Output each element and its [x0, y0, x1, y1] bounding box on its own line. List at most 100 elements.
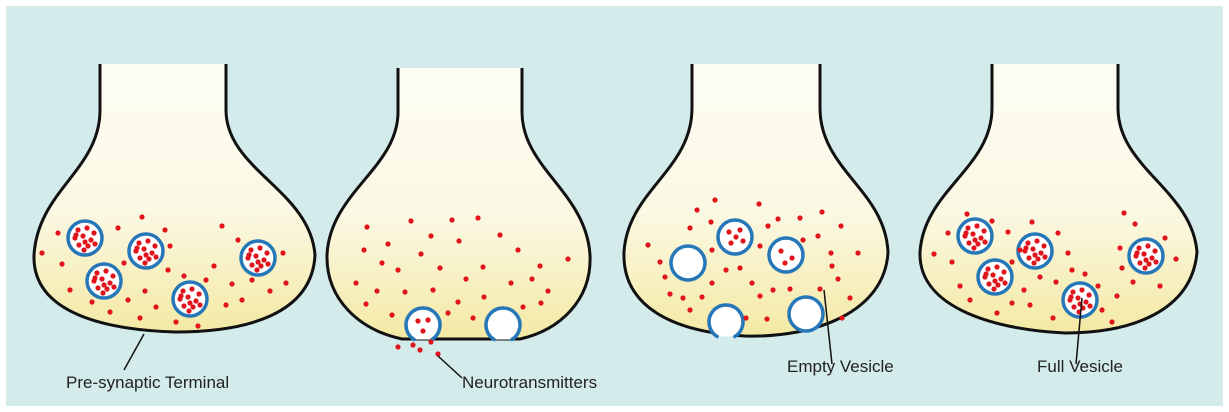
empty-vesicle: [671, 246, 705, 280]
neurotransmitter-dot: [455, 299, 460, 304]
neurotransmitter-dot: [1145, 243, 1150, 248]
label-pre-synaptic-terminal: Pre-synaptic Terminal: [66, 373, 229, 392]
neurotransmitter-dot: [965, 225, 970, 230]
neurotransmitter-dot: [1050, 315, 1055, 320]
neurotransmitter-dot: [435, 351, 440, 356]
neurotransmitter-dot: [1109, 319, 1114, 324]
neurotransmitter-dot: [667, 291, 672, 296]
neurotransmitter-dot: [1082, 271, 1087, 276]
neurotransmitter-dot: [1071, 304, 1076, 309]
neurotransmitter-dot: [428, 339, 433, 344]
neurotransmitter-dot: [757, 243, 762, 248]
neurotransmitter-dot: [687, 307, 692, 312]
neurotransmitter-dot: [88, 237, 93, 242]
neurotransmitter-dot: [480, 264, 485, 269]
neurotransmitter-dot: [982, 239, 987, 244]
neurotransmitter-dot: [1041, 243, 1046, 248]
neurotransmitter-dot: [361, 247, 366, 252]
neurotransmitter-dot: [945, 230, 950, 235]
neurotransmitter-dot: [1030, 246, 1035, 251]
neurotransmitter-dot: [709, 280, 714, 285]
neurotransmitter-dot: [1026, 255, 1031, 260]
neurotransmitter-dot: [1027, 302, 1032, 307]
neurotransmitter-dot: [196, 291, 201, 296]
neurotransmitter-dot: [125, 297, 130, 302]
neurotransmitter-dot: [1068, 294, 1073, 299]
neurotransmitter-dot: [972, 237, 977, 242]
neurotransmitter-dot: [1055, 230, 1060, 235]
neurotransmitter-dot: [687, 225, 692, 230]
neurotransmitter-dot: [136, 240, 141, 245]
neurotransmitter-dot: [137, 255, 142, 260]
neurotransmitter-dot: [775, 216, 780, 221]
neurotransmitter-dot: [726, 229, 731, 234]
neurotransmitter-dot: [249, 277, 254, 282]
neurotransmitter-dot: [76, 242, 81, 247]
neurotransmitter-dot: [787, 286, 792, 291]
neurotransmitter-dot: [107, 309, 112, 314]
neurotransmitter-dot: [257, 245, 262, 250]
neurotransmitter-dot: [1031, 260, 1036, 265]
neurotransmitter-dot: [219, 223, 224, 228]
neurotransmitter-dot: [819, 209, 824, 214]
neurotransmitter-dot: [111, 284, 116, 289]
neurotransmitter-dot: [265, 261, 270, 266]
neurotransmitter-dot: [817, 286, 822, 291]
neurotransmitter-dot: [418, 251, 423, 256]
neurotransmitter-dot: [110, 273, 115, 278]
neurotransmitter-dot: [239, 297, 244, 302]
neurotransmitter-dot: [1117, 245, 1122, 250]
neurotransmitter-dot: [1042, 254, 1047, 259]
neurotransmitter-dot: [121, 260, 126, 265]
neurotransmitter-dot: [463, 276, 468, 281]
neurotransmitter-dot: [994, 310, 999, 315]
neurotransmitter-dot: [73, 232, 78, 237]
neurotransmitter-dot: [971, 245, 976, 250]
neurotransmitter-dot: [103, 268, 108, 273]
neurotransmitter-dot: [186, 308, 191, 313]
neurotransmitter-dot: [990, 272, 995, 277]
neurotransmitter-dot: [1017, 247, 1022, 252]
neurotransmitter-dot: [107, 280, 112, 285]
neurotransmitter-dot: [743, 315, 748, 320]
neurotransmitter-dot: [983, 271, 988, 276]
neurotransmitter-dot: [145, 238, 150, 243]
neurotransmitter-dot: [165, 267, 170, 272]
neurotransmitter-dot: [149, 250, 154, 255]
neurotransmitter-dot: [75, 227, 80, 232]
neurotransmitter-dot: [187, 300, 192, 305]
neurotransmitter-dot: [740, 238, 745, 243]
neurotransmitter-dot: [733, 234, 738, 239]
neurotransmitter-dot: [193, 298, 198, 303]
neurotransmitter-dot: [565, 256, 570, 261]
neurotransmitter-dot: [497, 232, 502, 237]
neurotransmitter-dot: [374, 288, 379, 293]
neurotransmitter-dot: [162, 227, 167, 232]
neurotransmitter-dot: [195, 323, 200, 328]
neurotransmitter-dot: [167, 243, 172, 248]
neurotransmitter-dot: [229, 281, 234, 286]
neurotransmitter-dot: [283, 280, 288, 285]
neurotransmitter-dot: [475, 215, 480, 220]
neurotransmitter-dot: [538, 300, 543, 305]
neurotransmitter-dot: [708, 219, 713, 224]
neurotransmitter-dot: [101, 282, 106, 287]
neurotransmitter-dot: [395, 344, 400, 349]
neurotransmitter-dot: [970, 231, 975, 236]
neurotransmitter-dot: [1053, 279, 1058, 284]
neurotransmitter-dot: [1162, 235, 1167, 240]
neurotransmitter-dot: [1095, 283, 1100, 288]
neurotransmitter-dot: [662, 274, 667, 279]
neurotransmitter-dot: [430, 287, 435, 292]
neurotransmitter-dot: [1149, 255, 1154, 260]
neurotransmitter-dot: [828, 250, 833, 255]
neurotransmitter-dot: [1119, 265, 1124, 270]
neurotransmitter-dot: [991, 286, 996, 291]
neurotransmitter-dot: [364, 224, 369, 229]
neurotransmitter-dot: [1001, 269, 1006, 274]
neurotransmitter-dot: [178, 293, 183, 298]
neurotransmitter-dot: [249, 262, 254, 267]
neurotransmitter-dot: [437, 265, 442, 270]
neurotransmitter-dot: [515, 247, 520, 252]
label-empty-vesicle: Empty Vesicle: [787, 357, 894, 376]
